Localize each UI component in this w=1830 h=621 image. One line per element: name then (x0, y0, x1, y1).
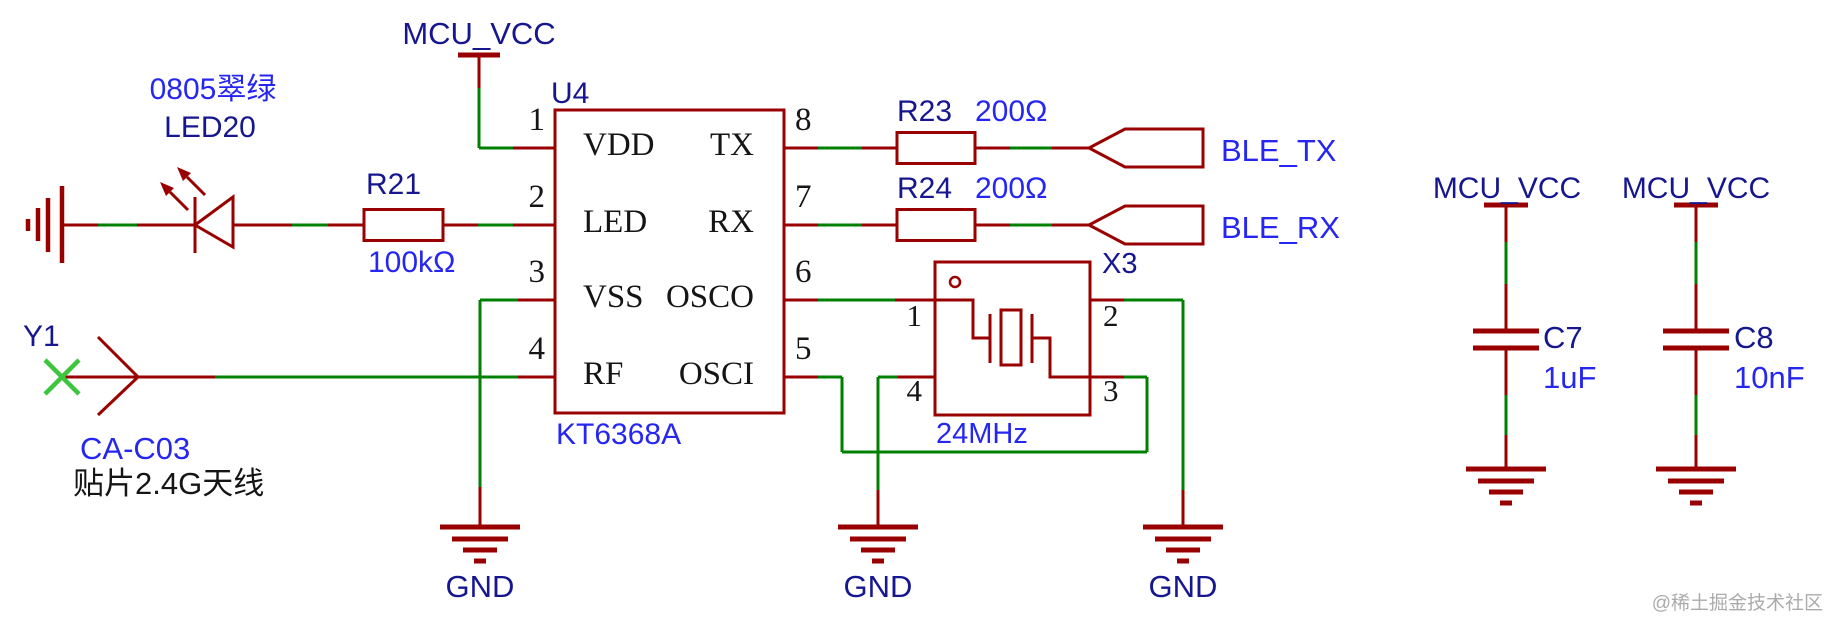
resistor-r21-body (362, 208, 445, 242)
u4-refdes: U4 (551, 77, 590, 110)
pin-name-rx: RX (708, 204, 754, 240)
pin-number: 4 (528, 331, 546, 367)
capacitor-c8-plates (1663, 328, 1729, 351)
pin-number: 1 (528, 102, 546, 138)
capacitor-c7-plates (1473, 328, 1539, 351)
pin-name-osci: OSCI (678, 356, 754, 392)
pin-number: 7 (795, 179, 812, 215)
pin-name-vdd: VDD (583, 127, 655, 163)
crystal-pin-number: 1 (906, 298, 923, 333)
ic-u4-body (553, 108, 786, 415)
c7-value: 1uF (1543, 360, 1597, 395)
pin-name-led: LED (583, 204, 648, 240)
net-label-mcu-vcc: MCU_VCC (1432, 172, 1582, 205)
gnd-label: GND (843, 569, 913, 604)
u4-part: KT6368A (556, 418, 682, 451)
r21-value: 100kΩ (368, 246, 456, 279)
c7-refdes: C7 (1543, 320, 1583, 355)
crystal-x3-symbol (933, 260, 1092, 417)
pin-number: 5 (795, 331, 812, 367)
y1-refdes: Y1 (23, 320, 60, 353)
r23-value: 200Ω (975, 95, 1048, 128)
c8-value: 10nF (1734, 360, 1805, 395)
gnd-symbol-left (25, 186, 65, 263)
vcc-bar-icon (458, 52, 1718, 208)
crystal-pin-number: 4 (906, 373, 923, 408)
r21-refdes: R21 (366, 168, 422, 201)
pin1-marker-icon (948, 275, 962, 289)
x3-refdes: X3 (1102, 248, 1138, 280)
c8-refdes: C8 (1734, 320, 1774, 355)
led-refdes: LED20 (164, 111, 256, 144)
pin-name-tx: TX (710, 127, 754, 163)
crystal-pin-number: 3 (1103, 373, 1119, 408)
r24-refdes: R24 (897, 172, 953, 205)
resistor-r23-body (895, 131, 977, 165)
pin-number: 3 (528, 254, 546, 290)
gnd-symbol (1656, 469, 1736, 503)
y1-description: 贴片2.4G天线 (73, 466, 265, 501)
gnd-symbol (838, 527, 918, 561)
led-arrow-icon (160, 182, 174, 196)
r23-refdes: R23 (897, 95, 953, 128)
pin-name-rf: RF (583, 356, 624, 392)
pin-number: 8 (795, 102, 812, 138)
gnd-symbol (440, 527, 520, 561)
led-symbol (160, 167, 235, 253)
pin-number: 6 (795, 254, 812, 290)
resistor-r24-body (895, 208, 977, 242)
led-description: 0805翠绿 (149, 73, 277, 106)
gnd-symbol (1466, 469, 1546, 503)
gnd-label: GND (445, 569, 515, 604)
no-connect-x-icon (43, 358, 81, 396)
net-label-ble-rx: BLE_RX (1221, 210, 1340, 245)
gnd-label: GND (1148, 569, 1218, 604)
x3-value: 24MHz (936, 418, 1028, 450)
pin-number: 2 (528, 179, 546, 215)
net-flag-ble-rx (1085, 204, 1205, 246)
net-label-mcu-vcc: MCU_VCC (402, 16, 556, 51)
antenna-symbol (96, 335, 141, 417)
y1-part: CA-C03 (80, 431, 191, 466)
watermark: @稀土掘金技术社区 (1651, 593, 1823, 614)
gnd-symbol (1143, 527, 1223, 561)
pin-name-vss: VSS (583, 279, 644, 315)
led-arrow-icon (177, 167, 191, 181)
pin-name-osco: OSCO (665, 279, 754, 315)
net-flag-ble-tx (1085, 127, 1205, 169)
r24-value: 200Ω (975, 172, 1048, 205)
crystal-pin-number: 2 (1103, 298, 1119, 333)
net-label-ble-tx: BLE_TX (1221, 133, 1337, 168)
wires-green (98, 88, 1698, 490)
net-label-mcu-vcc: MCU_VCC (1621, 172, 1771, 205)
